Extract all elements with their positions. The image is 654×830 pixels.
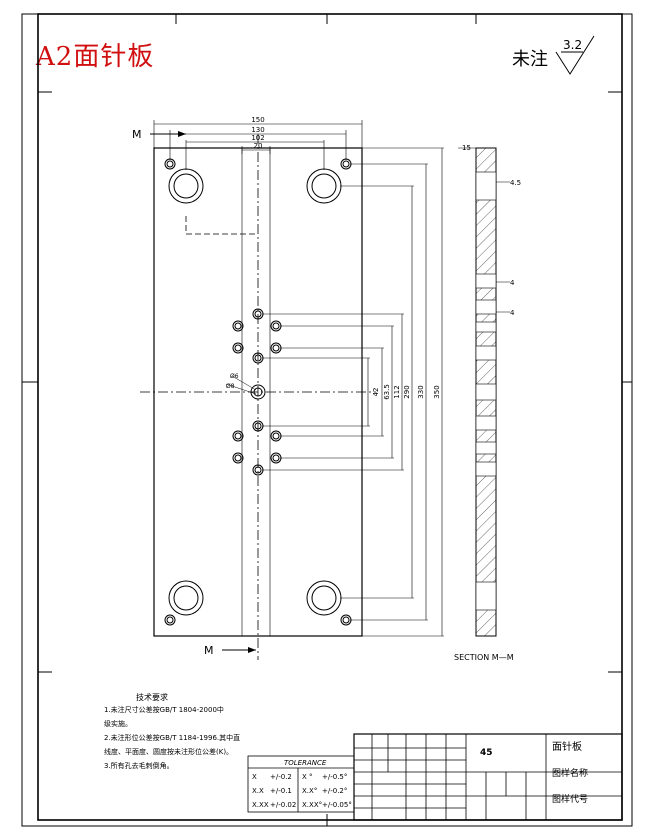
guide-hole-tl bbox=[168, 168, 204, 204]
side-dim-4b: 4 bbox=[510, 309, 515, 317]
dim-150: 150 bbox=[251, 116, 264, 124]
inner-border bbox=[37, 13, 623, 821]
svg-text:1.未注尺寸公差按GB/T 1804-2000中: 1.未注尺寸公差按GB/T 1804-2000中 bbox=[104, 705, 224, 714]
side-dim-4-5: 4.5 bbox=[510, 179, 521, 187]
dim-102: 102 bbox=[251, 134, 264, 142]
svg-text:+/-0.5°: +/-0.5° bbox=[322, 773, 347, 781]
svg-text:X.XX°: X.XX° bbox=[302, 801, 322, 809]
dim-63-5: 63.5 bbox=[383, 384, 391, 400]
svg-text:TOLERANCE: TOLERANCE bbox=[284, 759, 327, 767]
ejector-holes bbox=[232, 308, 282, 476]
tolerance-text: TOLERANCE X +/-0.2 X ° +/-0.5° X.X +/-0.… bbox=[252, 759, 352, 809]
technical-notes: 技术要求 1.未注尺寸公差按GB/T 1804-2000中 级实施。 2.未注形… bbox=[104, 692, 240, 770]
part-name-cell: 面针板 bbox=[552, 740, 582, 753]
dim-330: 330 bbox=[417, 385, 425, 398]
section-marker-bottom: M bbox=[204, 644, 256, 657]
dim-290: 290 bbox=[403, 385, 411, 398]
drawing-title: A2面针板 bbox=[36, 42, 155, 72]
outer-border bbox=[21, 13, 633, 827]
side-dim-4a: 4 bbox=[510, 279, 515, 287]
svg-text:Ø6: Ø6 bbox=[230, 373, 239, 380]
dim-112: 112 bbox=[393, 385, 401, 398]
roughness-value: 3.2 bbox=[563, 38, 582, 52]
svg-text:X °: X ° bbox=[302, 773, 313, 781]
section-caption: SECTION M—M bbox=[454, 653, 514, 662]
guide-hole-br bbox=[306, 580, 342, 616]
svg-text:+/-0.2°: +/-0.2° bbox=[322, 787, 347, 795]
tech-notes-heading: 技术要求 bbox=[136, 692, 168, 702]
vertical-dimensions bbox=[367, 148, 443, 636]
side-section-view: 15 4.5 4 4 bbox=[458, 144, 521, 637]
dim-20: 20 bbox=[254, 142, 263, 150]
dim-42: 42 bbox=[372, 388, 380, 397]
hole-leaders: Ø6 Ø8 bbox=[225, 373, 257, 395]
guide-hole-bl bbox=[168, 580, 204, 616]
svg-text:+/-0.2: +/-0.2 bbox=[270, 773, 292, 781]
drawing-name-label: 图样名称 bbox=[552, 767, 588, 779]
svg-text:级实施。: 级实施。 bbox=[104, 719, 132, 728]
guide-hole-tr bbox=[306, 168, 342, 204]
dim-130: 130 bbox=[251, 126, 264, 134]
roughness-symbol: 3.2 bbox=[555, 35, 595, 75]
section-marker-top: M bbox=[132, 128, 186, 141]
svg-text:3.所有孔去毛刺倒角。: 3.所有孔去毛刺倒角。 bbox=[104, 761, 174, 770]
svg-text:线度、平面度、圆度按未注形位公差(K)。: 线度、平面度、圆度按未注形位公差(K)。 bbox=[104, 747, 233, 756]
section-label-left: M bbox=[132, 128, 142, 141]
side-dim-15: 15 bbox=[462, 144, 471, 152]
svg-text:X: X bbox=[252, 773, 257, 781]
svg-text:+/-0.02: +/-0.02 bbox=[270, 801, 296, 809]
section-label-bottom: M bbox=[204, 644, 214, 657]
material-cell: 45 bbox=[480, 748, 493, 758]
title-block bbox=[353, 733, 623, 821]
drawing-code-label: 图样代号 bbox=[552, 793, 588, 805]
svg-text:2.未注形位公差按GB/T 1184-1996.其中直: 2.未注形位公差按GB/T 1184-1996.其中直 bbox=[104, 733, 240, 742]
svg-text:+/-0.1: +/-0.1 bbox=[270, 787, 292, 795]
svg-text:Ø8: Ø8 bbox=[226, 383, 235, 390]
svg-text:+/-0.05°: +/-0.05° bbox=[322, 801, 352, 809]
svg-text:X.X°: X.X° bbox=[302, 787, 317, 795]
dim-350: 350 bbox=[433, 385, 441, 398]
surface-note: 未注 bbox=[512, 49, 548, 70]
svg-text:X.X: X.X bbox=[252, 787, 264, 795]
svg-text:X.XX: X.XX bbox=[252, 801, 269, 809]
horizontal-dimensions bbox=[153, 120, 363, 170]
